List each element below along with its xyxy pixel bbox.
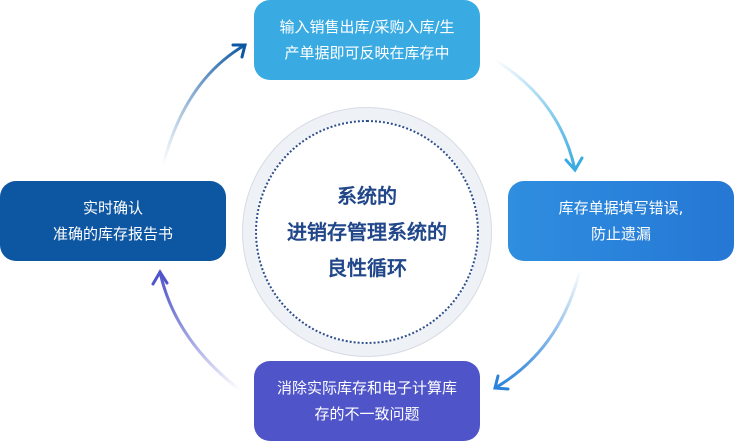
arrow-bottom-left bbox=[158, 270, 242, 392]
center-line: 系统的 bbox=[337, 184, 397, 208]
step-text: 消除实际库存和电子计算库 bbox=[276, 379, 457, 397]
center-line: 进销存管理系统的 bbox=[287, 220, 447, 244]
center-line: 良性循环 bbox=[327, 256, 407, 280]
step-realtime-report: 实时确认准确的库存报告书 bbox=[0, 181, 226, 261]
step-eliminate-inconsistency: 消除实际库存和电子计算库存的不一致问题 bbox=[254, 361, 480, 441]
center-circle: 系统的 进销存管理系统的 良性循环 bbox=[242, 107, 492, 357]
step-text: 实时确认 bbox=[82, 199, 143, 217]
step-text: 存的不一致问题 bbox=[314, 405, 420, 423]
step-text: 库存单据填写错误, bbox=[558, 199, 684, 217]
step-prevent-errors: 库存单据填写错误, 防止遗漏 bbox=[508, 181, 734, 261]
arrow-right-bottom bbox=[493, 268, 582, 390]
arrow-left-top bbox=[161, 43, 247, 167]
step-text: 输入销售出库/采购入库/生 bbox=[279, 18, 455, 36]
step-text: 准确的库存报告书 bbox=[52, 225, 173, 243]
arrow-top-right bbox=[493, 58, 577, 172]
step-text: 产单据即可反映在库存中 bbox=[284, 44, 450, 62]
step-text: 防止遗漏 bbox=[590, 225, 651, 243]
center-title: 系统的 进销存管理系统的 良性循环 bbox=[255, 120, 479, 344]
step-input-documents: 输入销售出库/采购入库/生产单据即可反映在库存中 bbox=[254, 0, 480, 80]
